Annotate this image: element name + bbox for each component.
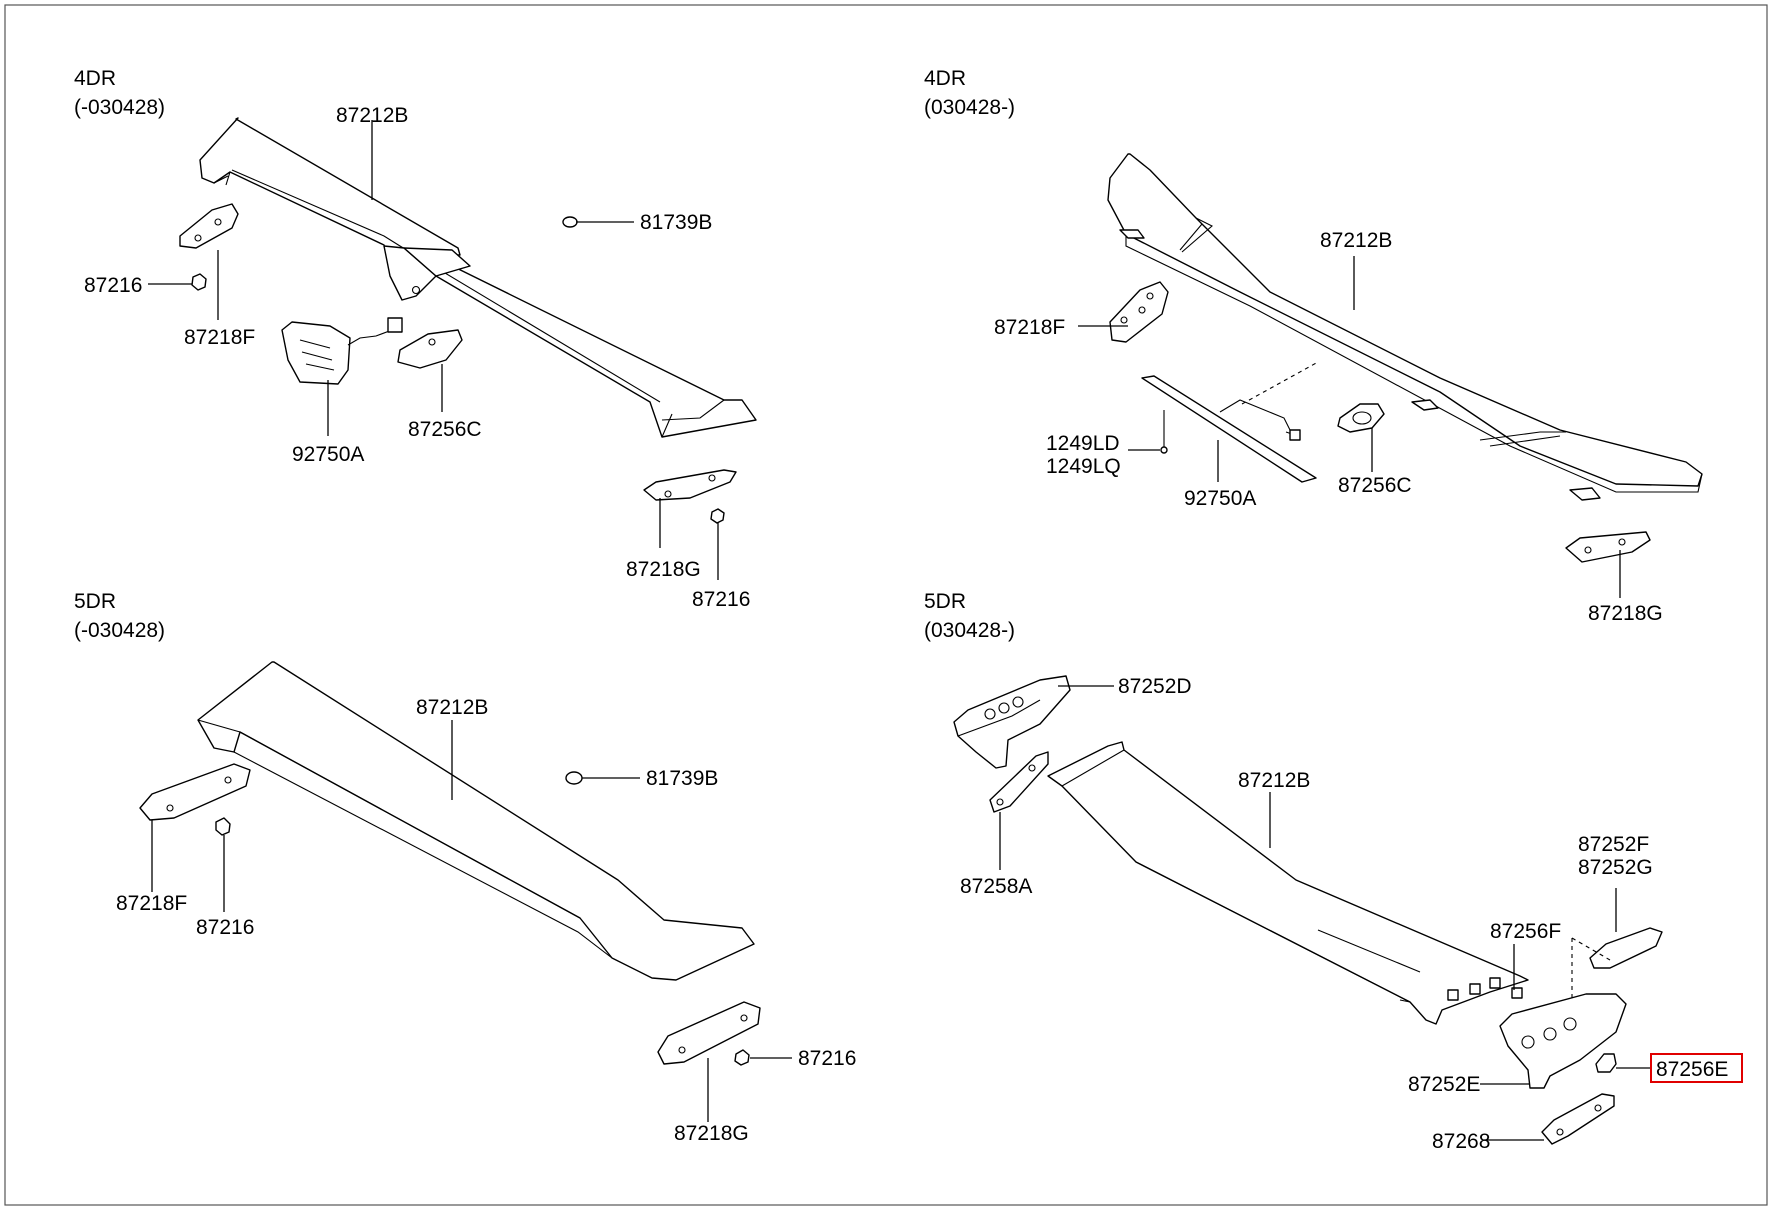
pad-87256C-tr xyxy=(1337,403,1385,433)
label-87216-bl-b: 87216 xyxy=(798,1047,856,1070)
label-87216-tl-b: 87216 xyxy=(692,588,750,611)
label-87212B-tl: 87212B xyxy=(336,104,408,127)
label-87252D-br: 87252D xyxy=(1118,675,1192,698)
nut-87216-bl-a xyxy=(215,817,231,836)
nut-87216-tl-b xyxy=(710,508,725,524)
grommet-81739B-bl xyxy=(565,771,583,785)
label-87218G-tr: 87218G xyxy=(1588,602,1663,625)
section-tr-range: (030428-) xyxy=(924,96,1015,119)
label-87258A-br: 87258A xyxy=(960,875,1032,898)
pad-87256C-tl xyxy=(397,329,463,369)
pad-87256E-br xyxy=(1595,1053,1617,1073)
label-87256C-tr: 87256C xyxy=(1338,474,1412,497)
highlight-box-87256E xyxy=(1650,1053,1743,1083)
section-tl-title: 4DR xyxy=(74,67,116,90)
label-87256E-br[interactable]: 87256E xyxy=(1656,1058,1728,1081)
label-87212B-tr: 87212B xyxy=(1320,229,1392,252)
bracket-87218F-tr xyxy=(1109,281,1169,343)
lamp-92750A-tl xyxy=(281,317,403,385)
bracket-87268-br xyxy=(1541,1093,1615,1145)
section-tl-range: (-030428) xyxy=(74,96,165,119)
label-81739B-bl: 81739B xyxy=(646,767,718,790)
spoiler-tl xyxy=(199,117,757,438)
endcap-87252E-br xyxy=(1499,993,1627,1089)
label-87268-br: 87268 xyxy=(1432,1130,1490,1153)
label-92750A-tl: 92750A xyxy=(292,443,364,466)
label-87216-tl-a: 87216 xyxy=(84,274,142,297)
section-br-range: (030428-) xyxy=(924,619,1015,642)
bracket-87218G-tr xyxy=(1565,531,1651,563)
wing-87212B-br xyxy=(1047,741,1529,1025)
bracket-87258A-br xyxy=(989,751,1049,813)
section-tr-title: 4DR xyxy=(924,67,966,90)
bracket-87218F-tl xyxy=(179,203,239,249)
label-87256F-br: 87256F xyxy=(1490,920,1561,943)
label-87218F-tr: 87218F xyxy=(994,316,1065,339)
label-1249LQ-tr: 1249LQ xyxy=(1046,455,1121,478)
bracket-87218F-bl xyxy=(139,763,251,821)
label-87218F-bl: 87218F xyxy=(116,892,187,915)
label-87256C-tl: 87256C xyxy=(408,418,482,441)
bracket-87218G-tl xyxy=(643,469,737,501)
diagram-frame xyxy=(4,4,1768,1206)
label-87212B-br: 87212B xyxy=(1238,769,1310,792)
label-92750A-tr: 92750A xyxy=(1184,487,1256,510)
spoiler-bl xyxy=(197,661,755,981)
label-87212B-bl: 87212B xyxy=(416,696,488,719)
grommet-81739B-tl xyxy=(562,216,578,228)
label-87252E-br: 87252E xyxy=(1408,1073,1480,1096)
label-87218G-bl: 87218G xyxy=(674,1122,749,1145)
label-87252F-br: 87252F xyxy=(1578,833,1649,856)
nut-87216-bl-b xyxy=(734,1049,750,1066)
label-87252G-br: 87252G xyxy=(1578,856,1653,879)
bracket-87218G-bl xyxy=(657,1001,761,1065)
label-87218F-tl: 87218F xyxy=(184,326,255,349)
endcap-87252D-br xyxy=(953,675,1071,769)
section-bl-title: 5DR xyxy=(74,590,116,613)
label-81739B-tl: 81739B xyxy=(640,211,712,234)
section-br-title: 5DR xyxy=(924,590,966,613)
spoiler-tr xyxy=(1107,153,1703,501)
label-87218G-tl: 87218G xyxy=(626,558,701,581)
label-87216-bl-a: 87216 xyxy=(196,916,254,939)
cover-87252F-br xyxy=(1589,927,1663,969)
nut-87216-tl-a xyxy=(191,273,207,291)
label-1249LD-tr: 1249LD xyxy=(1046,432,1120,455)
section-bl-range: (-030428) xyxy=(74,619,165,642)
lamp-92750A-tr xyxy=(1141,361,1319,483)
